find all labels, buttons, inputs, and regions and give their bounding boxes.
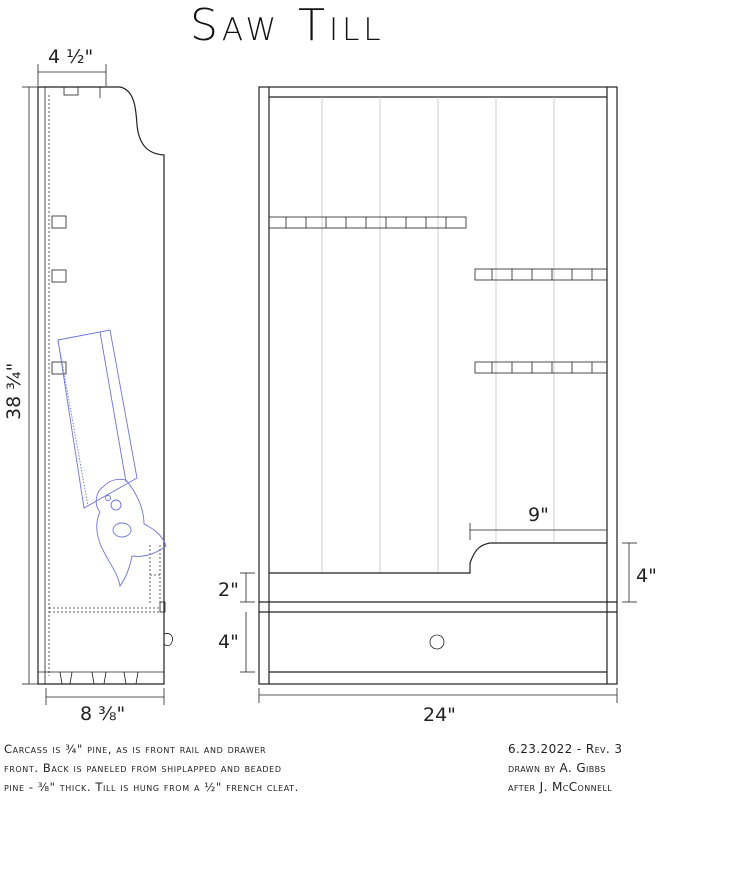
cleat-notch (63, 86, 79, 96)
dim-rack-width: 9" (528, 504, 549, 526)
dim-depth-top: 4 ½" (48, 46, 93, 68)
side-feet (38, 671, 164, 685)
drawn-by: drawn by A. Gibbs (508, 761, 606, 775)
drawer-knob (163, 633, 173, 647)
saw-rack-middle-right (474, 268, 608, 281)
drawing-title: Saw Till (190, 0, 385, 51)
revision-block: 6.23.2022 - Rev. 3 drawn by A. Gibbs aft… (508, 740, 622, 797)
front-outline (258, 86, 618, 685)
rack-slot-dashed (149, 545, 161, 605)
design-credit: after J. McConnell (508, 780, 613, 794)
dim-rail-height: 2" (218, 579, 239, 601)
rail-end (159, 601, 166, 613)
revision-date: 6.23.2022 - Rev. 3 (508, 742, 623, 756)
note-line: pine - ⅜" thick. Till is hung from a ½" … (4, 780, 299, 794)
drawer-knob-front (429, 634, 445, 650)
dim-rack-height: 4" (636, 565, 657, 587)
dim-front-width: 24" (423, 704, 456, 726)
saw-rack-lower-right (474, 361, 608, 374)
construction-notes: Carcass is ¾" pine, as is front rail and… (4, 740, 404, 797)
dim-side-height: 38 ¾" (3, 363, 25, 420)
saw-rack-top-left (268, 216, 467, 229)
dim-drawer-height: 4" (218, 631, 239, 653)
front-view: 24" 9" 4" 2" 4" (218, 86, 657, 726)
rack-block (51, 361, 67, 375)
side-profile (37, 86, 165, 685)
rack-block (51, 215, 67, 229)
handle-rack-profile (269, 542, 607, 574)
hand-saw (57, 329, 167, 588)
note-line: front. Back is paneled from shiplapped a… (4, 761, 282, 775)
dim-depth-bottom: 8 ⅜" (80, 703, 125, 725)
side-view: 4 ½" 38 ¾" 8 ⅜" (3, 46, 173, 725)
note-line: Carcass is ¾" pine, as is front rail and… (4, 742, 267, 756)
rack-block (51, 269, 67, 283)
